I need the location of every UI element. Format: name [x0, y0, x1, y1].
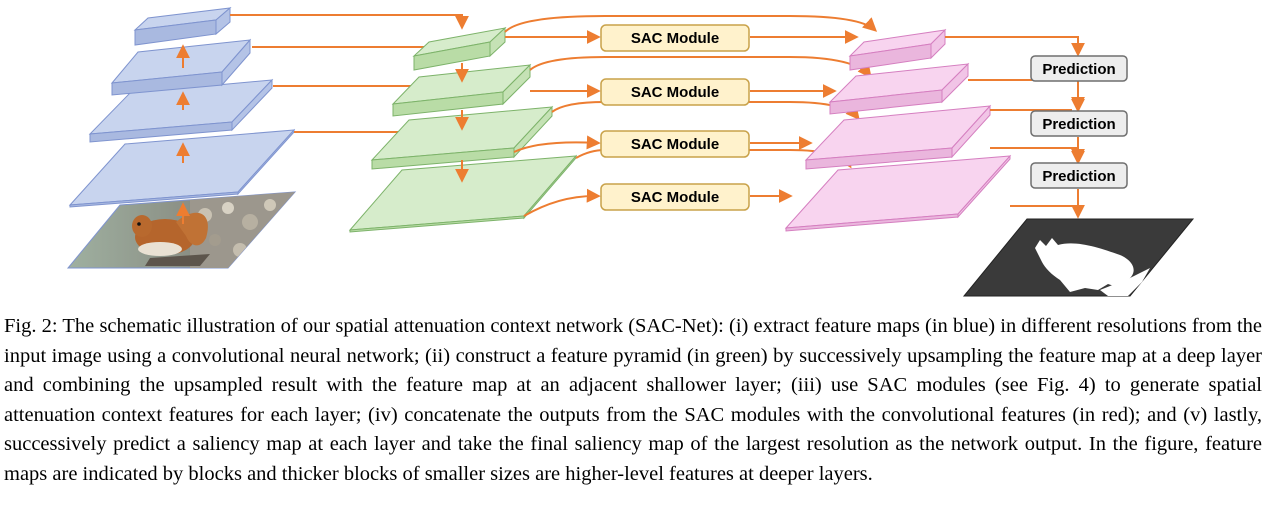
- encoder-block-3: [110, 38, 252, 96]
- prediction-label: Prediction: [1042, 116, 1115, 133]
- concat-block-2: [804, 104, 992, 170]
- sac-module-3: SAC Module: [600, 130, 750, 158]
- prediction-box-1: Prediction: [1030, 55, 1128, 82]
- pyramid-block-2: [370, 105, 554, 170]
- encoder-block-4: [133, 6, 232, 46]
- sac-module-4: SAC Module: [600, 183, 750, 211]
- sac-module-label: SAC Module: [631, 189, 719, 206]
- concat-block-1: [784, 154, 1012, 232]
- pyramid-block-4: [412, 26, 507, 71]
- encoder-block-1: [68, 128, 296, 208]
- prediction-box-2: Prediction: [1030, 110, 1128, 137]
- prediction-box-3: Prediction: [1030, 162, 1128, 189]
- sac-module-label: SAC Module: [631, 136, 719, 153]
- output-saliency-map: [962, 218, 1195, 297]
- encoder-block-2: [88, 78, 274, 143]
- sac-module-label: SAC Module: [631, 84, 719, 101]
- prediction-label: Prediction: [1042, 168, 1115, 185]
- prediction-label: Prediction: [1042, 61, 1115, 78]
- sac-module-1: SAC Module: [600, 24, 750, 52]
- figure-caption: Fig. 2: The schematic illustration of ou…: [4, 315, 1262, 485]
- sac-module-2: SAC Module: [600, 78, 750, 106]
- sacnet-schematic: SAC Module SAC Module SAC Module SAC Mod…: [66, 6, 1195, 297]
- sac-module-label: SAC Module: [631, 30, 719, 47]
- pyramid-block-3: [391, 63, 532, 117]
- concat-block-3: [828, 62, 970, 115]
- concat-block-4: [848, 28, 947, 71]
